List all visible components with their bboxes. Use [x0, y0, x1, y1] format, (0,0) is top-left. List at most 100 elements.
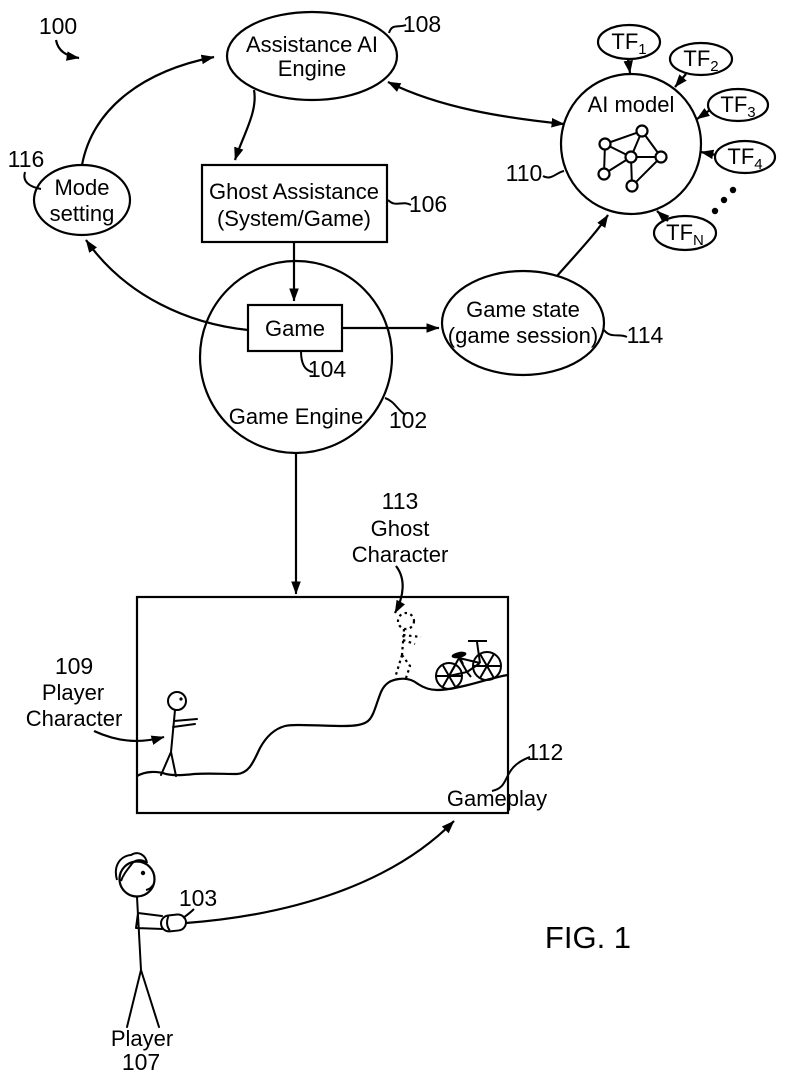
- mode-setting-label-line1: Mode: [54, 175, 109, 200]
- leader-ticks: [23, 24, 628, 919]
- terrain-curve: [136, 673, 509, 777]
- ai-model-shape: [559, 72, 703, 216]
- arrow-tf4-to-aimodel: [700, 149, 717, 160]
- player-character-label-line1: Player: [42, 680, 104, 705]
- player-hair: [114, 852, 148, 882]
- assistance-ai-engine-node: Assistance AI Engine 108: [225, 10, 441, 102]
- leader-114: [603, 329, 628, 338]
- ellipsis-dots-icon: [711, 186, 737, 215]
- ghost-assistance-label-line1: Ghost Assistance: [209, 179, 379, 204]
- assistance-ai-engine-label-line1: Assistance AI: [246, 32, 378, 57]
- game-engine-label: Game Engine: [229, 404, 364, 429]
- arrow-tf1-to-aimodel: [623, 58, 633, 74]
- game-label: Game: [265, 316, 325, 341]
- game-state-shape: [440, 269, 606, 377]
- figure-caption: FIG. 1: [545, 920, 631, 955]
- player-character-label-line2: Character: [26, 706, 123, 731]
- tfn-label: TFN: [666, 220, 704, 249]
- player-character-body: [160, 709, 198, 777]
- arrow-controller-to-gameplay: [185, 820, 455, 925]
- arrow-game-to-mode-setting: [85, 239, 249, 332]
- tf1-label: TF1: [611, 29, 646, 58]
- ref-107: 107: [122, 1049, 160, 1075]
- ai-model-label: AI model: [588, 92, 675, 117]
- arrow-assistance-to-ghost-assistance: [233, 89, 256, 161]
- ghost-character-body: [393, 628, 422, 679]
- leader-106: [387, 199, 412, 206]
- player-character-figure: [160, 691, 198, 777]
- game-engine-shape: [198, 259, 394, 455]
- player-mouth: [145, 884, 154, 891]
- game-shape: [246, 303, 344, 353]
- ref-109: 109: [55, 653, 93, 679]
- ghost-character-callout: 113 Ghost Character: [352, 488, 449, 567]
- player-character-callout: 109 Player Character: [26, 653, 123, 731]
- assistance-ai-engine-label-line2: Engine: [278, 56, 347, 81]
- gameplay-shape: [135, 595, 510, 815]
- arrow-system-ref: [54, 39, 80, 61]
- human-player-figure: 103 Player 107: [111, 852, 217, 1075]
- game-state-label-line2: (game session): [448, 323, 598, 348]
- arrow-assistance-aimodel-bidirectional: [387, 81, 565, 128]
- ref-108: 108: [403, 11, 441, 37]
- leader-104: [300, 350, 314, 373]
- game-state-node: Game state (game session) 114: [440, 269, 664, 377]
- arrow-game-state-to-aimodel: [556, 214, 609, 277]
- gameplay-label: Gameplay: [447, 786, 547, 811]
- training-file-nodes: TF1 TF2 TF3 TF4 TFN: [596, 23, 777, 252]
- ref-112: 112: [527, 739, 564, 765]
- player-character-head: [167, 691, 187, 711]
- ref-104: 104: [308, 356, 347, 382]
- ghost-character-label-line2: Character: [352, 542, 449, 567]
- leader-108: [388, 24, 407, 34]
- ref-102: 102: [389, 407, 427, 433]
- tf1-shape: [596, 23, 662, 61]
- ref-106: 106: [409, 191, 447, 217]
- arrow-tf2-to-aimodel: [674, 73, 687, 88]
- assistance-ai-engine-shape: [225, 10, 399, 102]
- tf4-label: TF4: [727, 144, 762, 173]
- tf4-shape: [713, 139, 777, 175]
- ghost-character-figure: [393, 611, 422, 679]
- tfn-shape: [652, 214, 718, 252]
- arrow-mode-to-assistance: [80, 54, 215, 166]
- game-controller-icon: [160, 913, 187, 933]
- mode-setting-shape: [32, 163, 132, 237]
- bicycle-icon: [435, 640, 502, 690]
- ref-113: 113: [382, 488, 419, 514]
- tf2-shape: [668, 41, 734, 77]
- ghost-assistance-shape: [200, 163, 389, 244]
- mode-setting-label-line2: setting: [50, 201, 115, 226]
- ref-114: 114: [627, 322, 664, 348]
- ghost-assistance-label-line2: (System/Game): [217, 206, 371, 231]
- player-character-eye: [179, 697, 183, 701]
- tf3-label: TF3: [720, 92, 755, 121]
- game-state-label-line1: Game state: [466, 297, 580, 322]
- player-body: [126, 896, 164, 1028]
- mode-setting-node: Mode setting 116: [8, 146, 132, 237]
- gameplay-screen: Gameplay: [135, 595, 547, 815]
- leader-102: [384, 397, 405, 415]
- ghost-character-label-line1: Ghost: [371, 516, 430, 541]
- ref-100: 100: [39, 13, 77, 39]
- ai-model-node: AI model 110: [506, 72, 703, 216]
- ref-116: 116: [8, 146, 45, 172]
- tf2-label: TF2: [683, 46, 718, 75]
- tf3-shape: [706, 87, 770, 123]
- ghost-assistance-node: Ghost Assistance (System/Game) 106: [200, 163, 447, 244]
- game-engine-node: Game 104 Game Engine 102: [198, 259, 427, 455]
- arrow-tf3-to-aimodel: [696, 107, 711, 120]
- arrow-label-to-player-character: [93, 730, 165, 745]
- arrow-label-to-ghost-character: [394, 565, 406, 614]
- connector-arrows: [54, 39, 717, 925]
- player-label: Player: [111, 1026, 173, 1051]
- leader-110: [542, 170, 565, 179]
- ref-110: 110: [506, 160, 543, 186]
- ghost-character-head: [396, 611, 416, 631]
- player-eye: [140, 870, 146, 876]
- neural-network-icon: [597, 124, 668, 193]
- player-head: [118, 860, 156, 898]
- ref-103: 103: [179, 885, 217, 911]
